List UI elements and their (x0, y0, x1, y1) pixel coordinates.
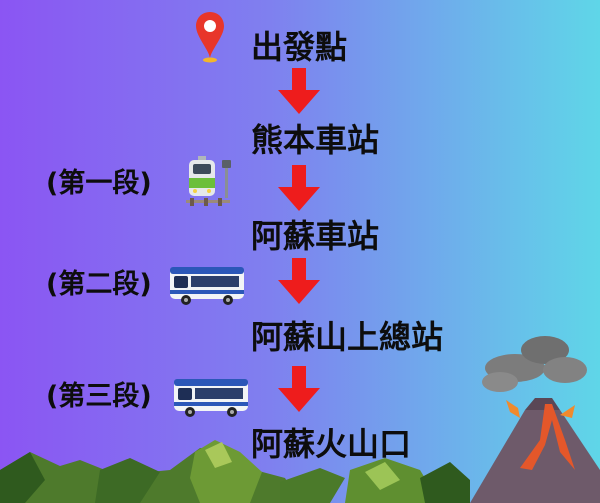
segment-label-2: (第二段) (46, 269, 152, 300)
map-pin-icon (196, 12, 224, 63)
train-icon (186, 156, 231, 206)
station-aso-sanjo: 阿蘇山上總站 (251, 318, 444, 356)
arrow-down-icon (278, 258, 320, 304)
segment-label-3: (第三段) (46, 381, 152, 412)
station-kumamoto: 熊本車站 (251, 121, 380, 159)
arrow-down-icon (278, 366, 320, 412)
bus-icon (170, 267, 244, 305)
station-aso: 阿蘇車站 (251, 217, 380, 255)
segment-label-1: (第一段) (46, 168, 152, 199)
arrow-down-icon (278, 68, 320, 114)
bus-icon (174, 379, 248, 417)
volcano-icon (470, 336, 600, 503)
station-aso-crater: 阿蘇火山口 (251, 425, 412, 463)
arrow-down-icon (278, 165, 320, 211)
mountain-icon (0, 440, 470, 503)
start-label: 出發點 (251, 28, 348, 66)
